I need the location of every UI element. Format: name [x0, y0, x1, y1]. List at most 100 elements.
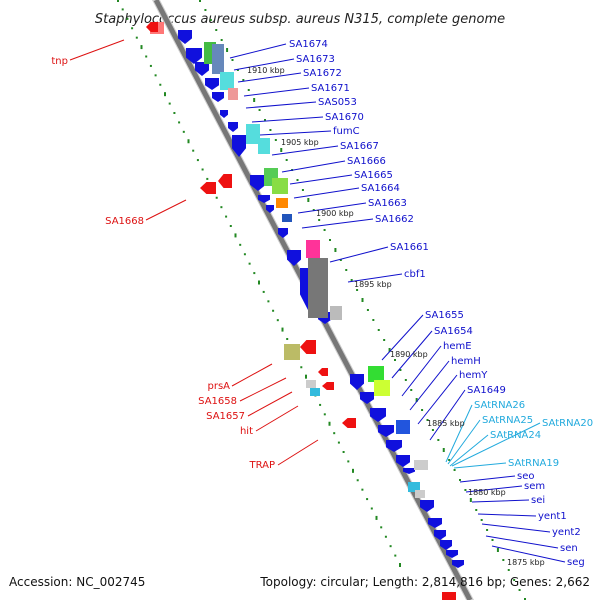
- reverse-gene-arrow: [200, 182, 216, 194]
- scale-label-1890: 1890 kbp: [390, 350, 428, 359]
- gene-block: [212, 44, 224, 74]
- gene-block: [284, 344, 300, 360]
- tick-mark: [305, 374, 307, 379]
- forward-gene-arrow: [386, 440, 402, 452]
- reverse-gene-arrow: [322, 382, 334, 390]
- tick-mark: [168, 102, 171, 105]
- scale-label-1895: 1895 kbp: [354, 280, 392, 289]
- scale-label-1875: 1875 kbp: [507, 558, 545, 567]
- tick-mark: [247, 89, 250, 91]
- tick-mark: [264, 119, 266, 121]
- forward-gene-arrow: [370, 408, 386, 422]
- label-leader-line: [447, 419, 481, 465]
- tick-mark: [229, 225, 232, 227]
- tick-mark: [253, 272, 256, 275]
- label-leader-line: [401, 345, 442, 397]
- label-leader-line: [229, 43, 287, 59]
- tick-mark: [196, 159, 199, 162]
- reverse-gene-arrow: [146, 22, 158, 32]
- tick-mark: [286, 338, 289, 340]
- tick-mark: [383, 339, 386, 341]
- tick-mark: [182, 130, 185, 133]
- tick-mark: [333, 432, 336, 435]
- label-leader-line: [271, 145, 339, 156]
- gene-label-sa1670: SA1670: [325, 112, 364, 123]
- tick-mark: [426, 419, 429, 421]
- tick-mark: [164, 92, 166, 97]
- forward-gene-arrow: [258, 195, 270, 203]
- tick-mark: [486, 529, 489, 531]
- tick-mark: [121, 8, 124, 11]
- gene-label-sa1661: SA1661: [390, 242, 429, 253]
- tick-mark: [361, 298, 364, 302]
- gene-block: [228, 88, 238, 100]
- tick-mark: [507, 569, 510, 571]
- label-leader-line: [289, 174, 353, 185]
- tick-mark: [145, 55, 148, 58]
- label-leader-line: [481, 523, 551, 533]
- tick-mark: [399, 369, 402, 371]
- gene-label-yent2: yent2: [552, 527, 581, 538]
- forward-gene-arrow: [220, 110, 228, 118]
- label-leader-line: [453, 462, 507, 469]
- tick-mark: [380, 526, 383, 529]
- label-leader-line: [445, 404, 473, 463]
- forward-gene-arrow: [205, 78, 219, 90]
- tick-mark: [377, 329, 380, 331]
- tick-mark: [513, 579, 516, 581]
- forward-gene-arrow: [420, 500, 434, 512]
- scale-labels: 1910 kbp 1905 kbp 1900 kbp 1895 kbp 1890…: [247, 66, 545, 567]
- tick-mark: [280, 148, 283, 152]
- gene-block: [374, 380, 390, 396]
- tick-mark: [187, 139, 190, 144]
- tick-mark: [370, 507, 373, 510]
- tick-mark: [201, 168, 204, 171]
- forward-gene-arrow: [428, 518, 442, 528]
- label-leader-line: [233, 58, 295, 71]
- rna-label-satrna26: SAtRNA26: [474, 400, 525, 411]
- gene-label-prsa: prsA: [207, 381, 230, 392]
- label-leader-line: [255, 405, 299, 432]
- tick-mark: [272, 309, 275, 312]
- gene-label-sa1665: SA1665: [354, 170, 393, 181]
- tick-mark: [399, 563, 401, 567]
- gene-block: [220, 72, 234, 90]
- reverse-gene-arrow: [218, 174, 232, 188]
- gene-label-sa1655: SA1655: [425, 310, 464, 321]
- gene-label-heme: hemE: [443, 341, 472, 352]
- tick-mark: [206, 177, 209, 180]
- forward-gene-arrow: [434, 530, 446, 540]
- gene-block: [415, 490, 425, 498]
- tick-mark: [269, 129, 272, 131]
- rna-labels: SAtRNA26 SAtRNA25 SAtRNA20 SAtRNA24 SAtR…: [474, 400, 593, 469]
- tick-mark: [231, 59, 234, 61]
- tick-mark: [126, 17, 129, 20]
- tick-mark: [350, 279, 353, 281]
- tick-mark: [480, 519, 483, 521]
- label-leader-line: [281, 160, 346, 173]
- gene-block: [272, 178, 288, 194]
- forward-gene-arrow: [232, 135, 246, 157]
- tick-mark: [496, 548, 499, 552]
- label-leader-line: [417, 374, 458, 425]
- forward-gene-arrow: [178, 30, 192, 44]
- tick-mark: [135, 36, 138, 39]
- label-leader-line: [485, 535, 559, 549]
- forward-gene-arrow: [378, 425, 394, 437]
- scale-label-1880: 1880 kbp: [468, 488, 506, 497]
- label-leader-line: [247, 391, 293, 417]
- forward-gene-arrow: [212, 92, 224, 102]
- tick-mark: [307, 198, 310, 202]
- gene-label-tnp: tnp: [51, 56, 68, 67]
- gene-label-sa1666: SA1666: [347, 156, 386, 167]
- tick-mark: [366, 498, 369, 501]
- gene-block: [306, 380, 316, 388]
- gene-label-sa1658: SA1658: [198, 396, 237, 407]
- tick-mark: [384, 535, 387, 538]
- label-leader-line: [449, 434, 489, 467]
- map-title: Staphylococcus aureus subsp. aureus N315…: [95, 12, 505, 27]
- gene-block: [276, 198, 288, 208]
- gene-block: [408, 482, 420, 492]
- tick-mark: [236, 69, 239, 71]
- gene-label-sei: sei: [531, 495, 545, 506]
